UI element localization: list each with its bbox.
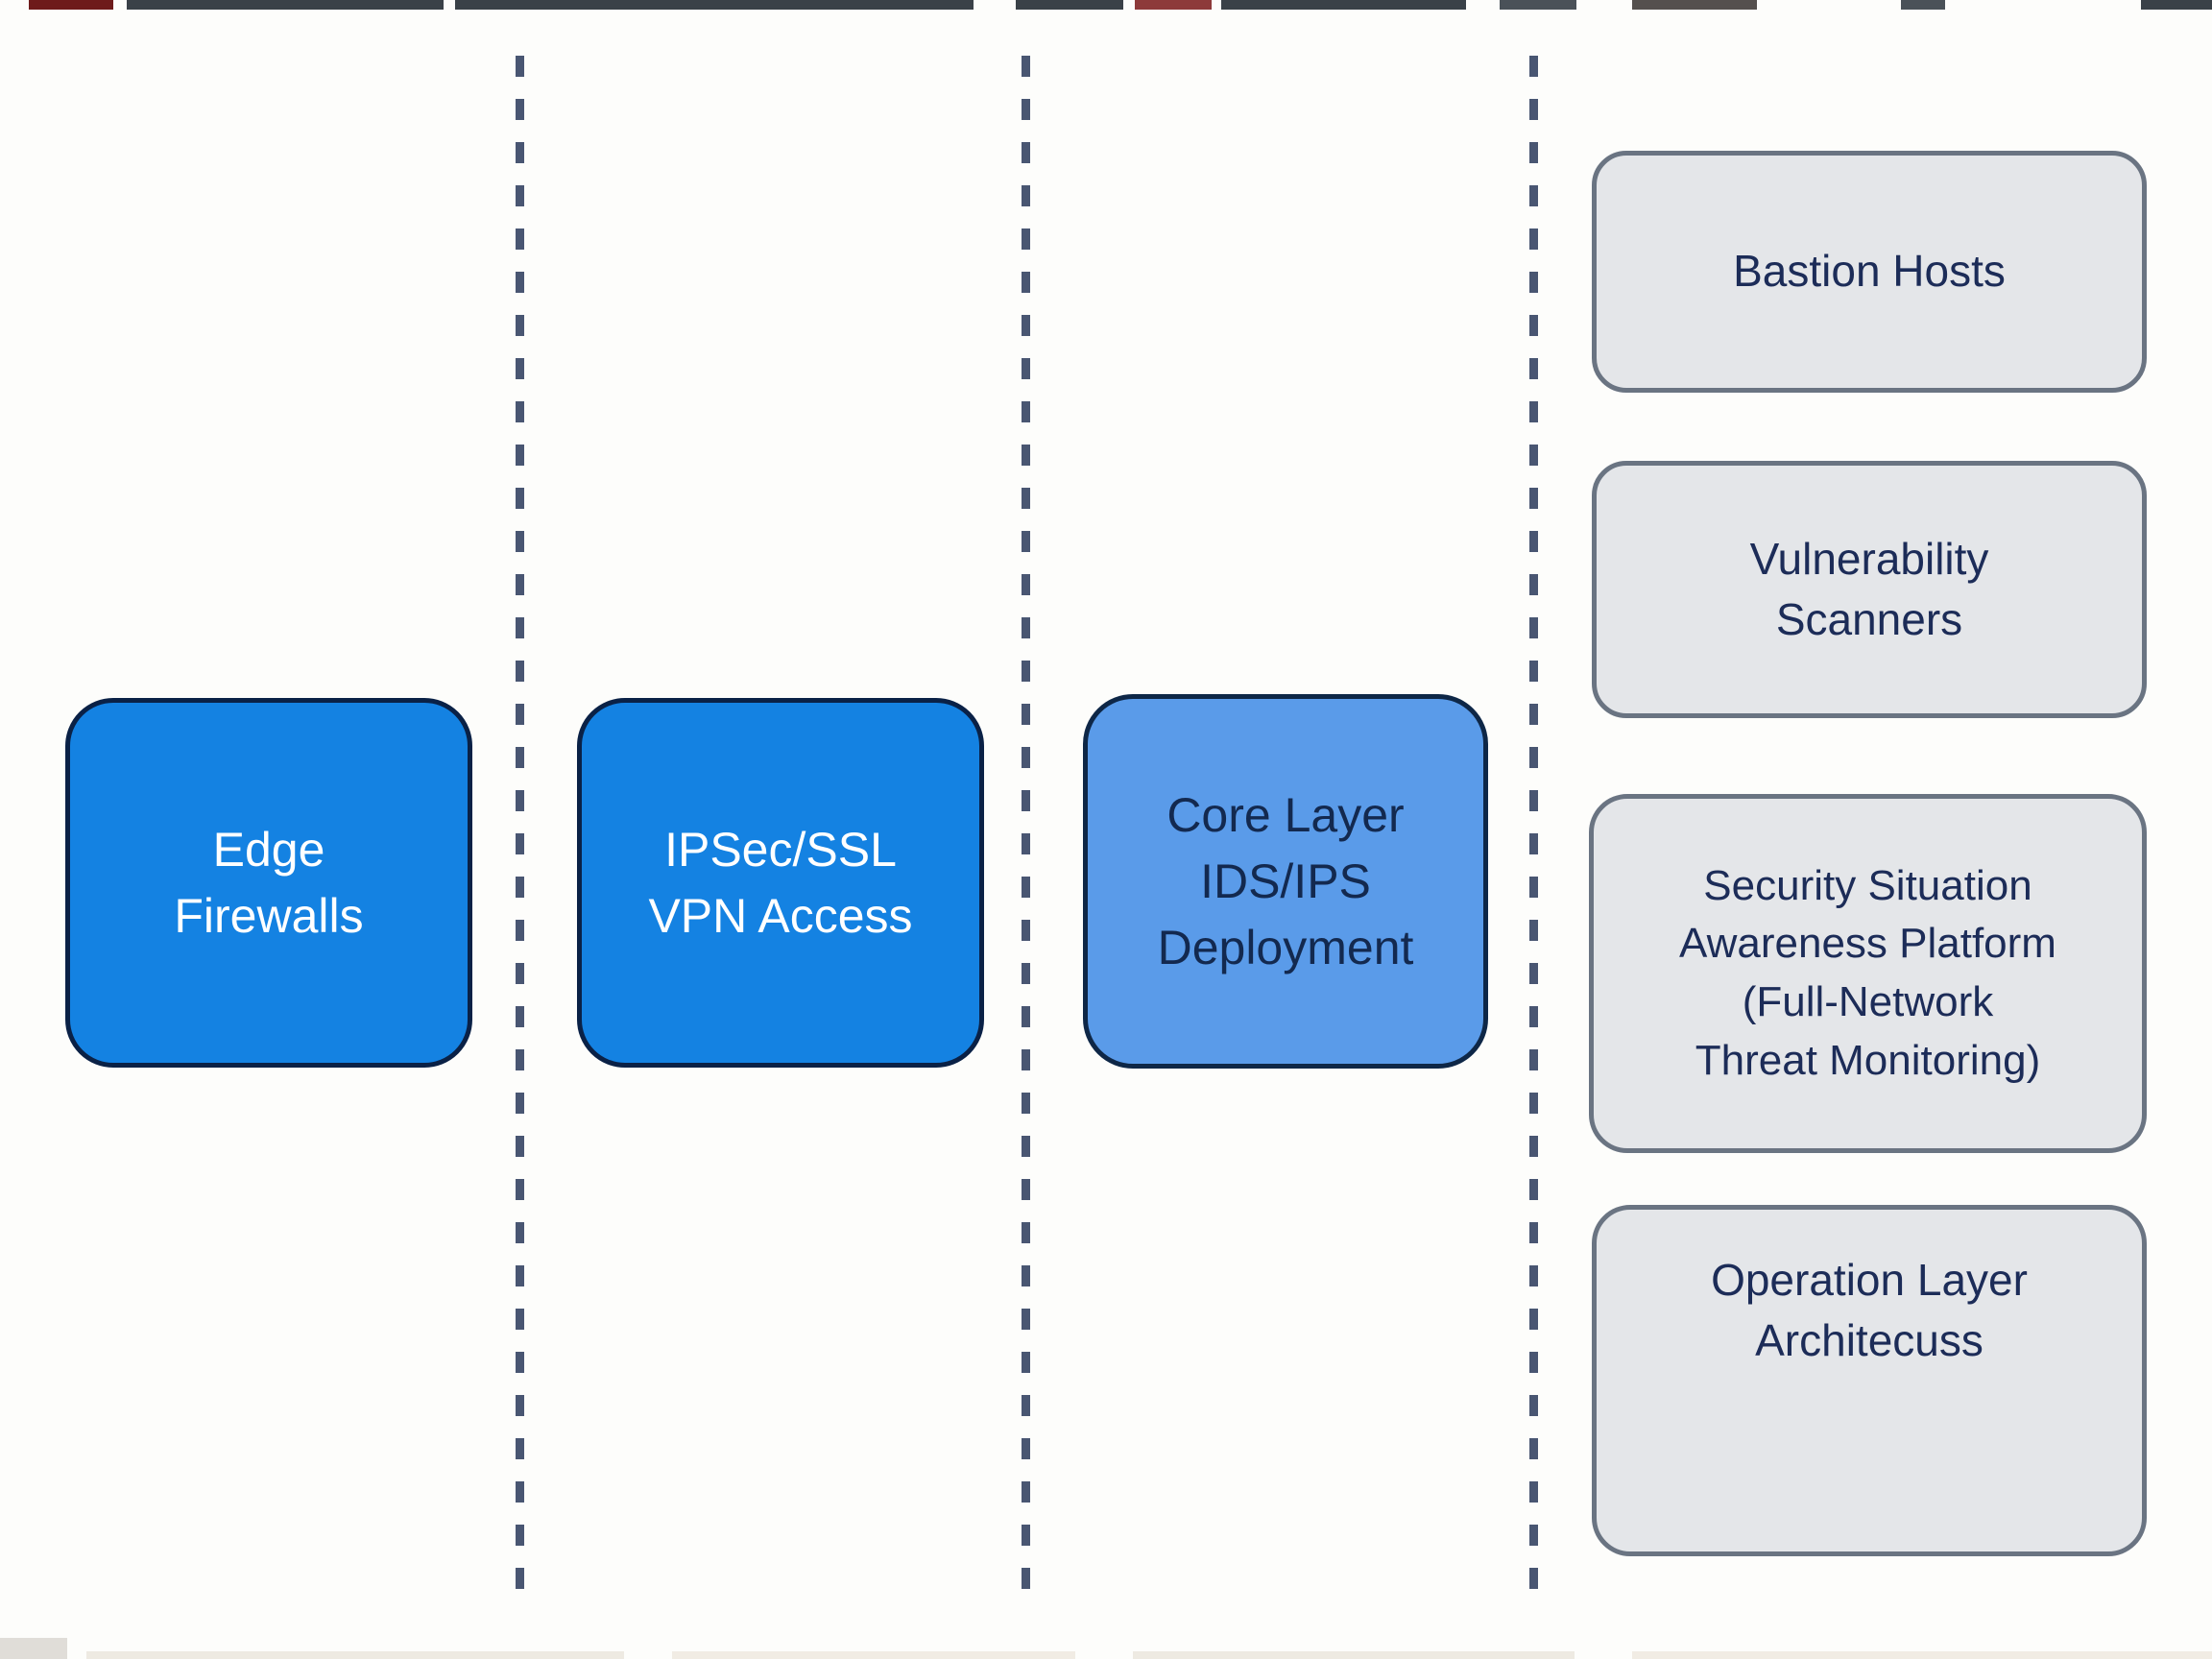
node-label: IPSec/SSL VPN Access [648, 822, 913, 943]
top-edge-artifact [1632, 0, 1757, 10]
node-label: Operation Layer Architecuss [1711, 1255, 2028, 1366]
node-vulnerability-scanners: Vulnerability Scanners [1592, 461, 2147, 718]
dashed-divider-3 [1529, 56, 1538, 1596]
top-edge-artifact [1135, 0, 1212, 10]
top-edge-artifact [1500, 0, 1576, 10]
dashed-divider-2 [1022, 56, 1030, 1596]
node-ipsec-ssl-vpn-access: IPSec/SSL VPN Access [577, 698, 984, 1068]
bottom-edge-artifact [0, 1638, 67, 1659]
node-operation-layer-architecuss: Operation Layer Architecuss [1592, 1205, 2147, 1556]
top-edge-artifact [1901, 0, 1945, 10]
node-label: Core Layer IDS/IPS Deployment [1157, 787, 1414, 974]
top-edge-artifact [1016, 0, 1123, 10]
top-edge-artifact [455, 0, 974, 10]
top-edge-artifact [2141, 0, 2212, 10]
top-edge-artifact [127, 0, 444, 10]
bottom-edge-artifact [1632, 1651, 2212, 1659]
node-security-situation-awareness-platform: Security Situation Awareness Platform (F… [1589, 794, 2147, 1153]
node-label: Security Situation Awareness Platform (F… [1679, 861, 2056, 1084]
dashed-divider-1 [516, 56, 524, 1596]
node-label: Vulnerability Scanners [1749, 533, 1989, 644]
top-edge-artifact [1221, 0, 1466, 10]
node-label: Bastion Hosts [1733, 246, 2006, 297]
node-label: Edge Firewalls [174, 822, 364, 943]
top-edge-artifact [29, 0, 113, 10]
bottom-edge-artifact [86, 1651, 624, 1659]
bottom-edge-artifact [1133, 1651, 1575, 1659]
node-edge-firewalls: Edge Firewalls [65, 698, 472, 1068]
node-bastion-hosts: Bastion Hosts [1592, 151, 2147, 393]
node-core-layer-ids-ips-deployment: Core Layer IDS/IPS Deployment [1083, 694, 1488, 1069]
bottom-edge-artifact [672, 1651, 1075, 1659]
